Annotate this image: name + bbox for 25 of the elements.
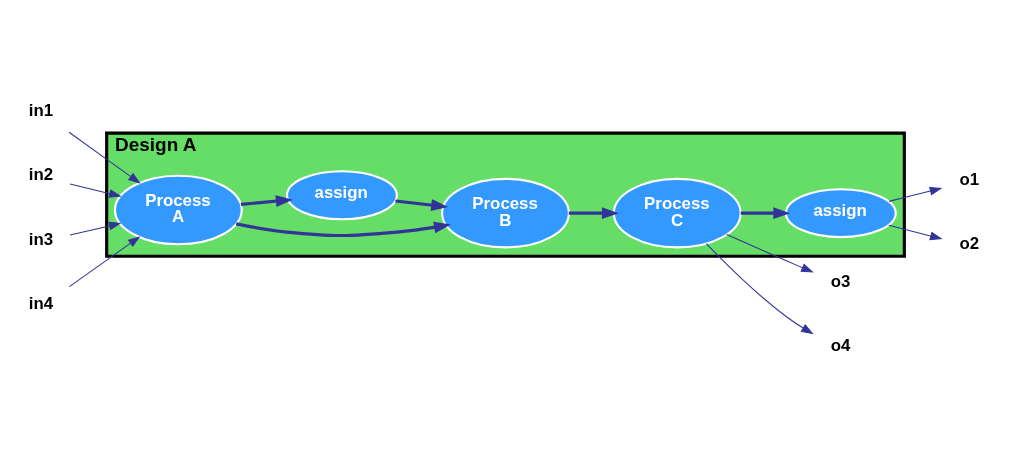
arrow bbox=[705, 243, 814, 335]
arrow bbox=[68, 236, 141, 288]
arrow bbox=[68, 131, 141, 184]
node-ellipse: assign bbox=[784, 188, 897, 239]
arrow bbox=[888, 224, 943, 241]
node-text: in2 bbox=[28, 165, 54, 185]
node-ellipse: Process B bbox=[441, 177, 570, 249]
node-text: o2 bbox=[959, 233, 980, 253]
node-text: in1 bbox=[28, 101, 54, 121]
node-text: o3 bbox=[830, 271, 851, 291]
arrow bbox=[726, 234, 814, 273]
node-text: in4 bbox=[28, 293, 54, 313]
node-text: o4 bbox=[830, 335, 851, 355]
node-text: o1 bbox=[959, 169, 980, 189]
arrow bbox=[69, 221, 122, 236]
arrow bbox=[235, 221, 451, 238]
arrow bbox=[740, 207, 791, 220]
arrow bbox=[395, 199, 449, 211]
arrow bbox=[69, 183, 122, 198]
node-ellipse: Process C bbox=[612, 177, 742, 249]
arrow bbox=[568, 207, 619, 220]
arrow bbox=[888, 186, 943, 202]
node-text: in3 bbox=[28, 229, 54, 249]
arrow bbox=[240, 195, 293, 208]
node-ellipse: assign bbox=[285, 170, 398, 221]
